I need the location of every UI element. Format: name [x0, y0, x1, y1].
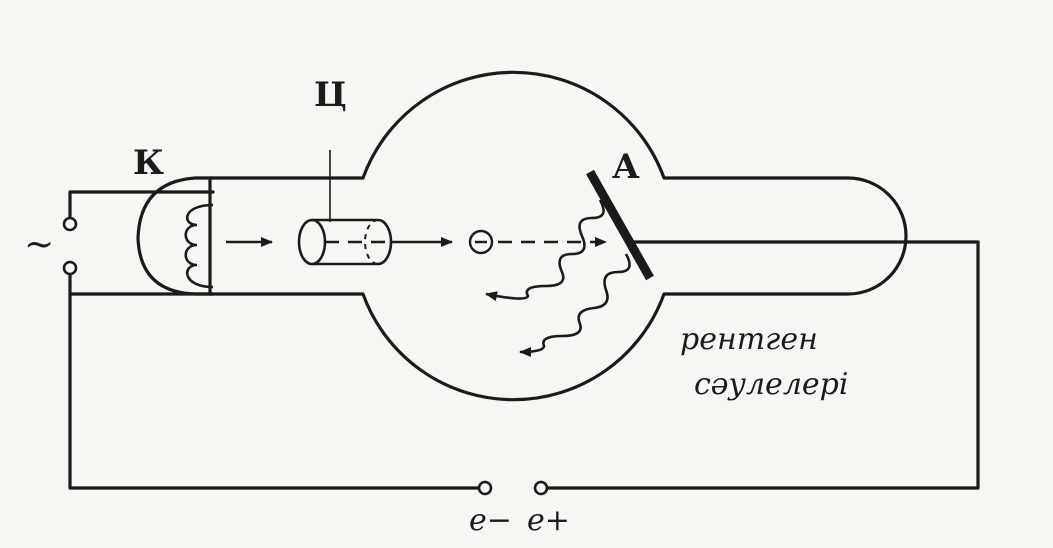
cylinder-label: Ц	[314, 75, 347, 115]
ac-terminal-top	[62, 216, 78, 232]
ac-terminal-bottom	[62, 260, 78, 276]
supply-wire-bottom	[68, 270, 215, 296]
cathode-label: К	[133, 143, 164, 183]
supply-wire-top	[68, 190, 215, 220]
xray-label-line2: сәулелері	[694, 367, 849, 402]
anode-plate	[586, 169, 654, 281]
anode-wire	[544, 240, 980, 490]
focusing-cylinder	[312, 218, 378, 266]
hv-terminal-minus	[477, 480, 493, 496]
cathode-dome	[136, 176, 215, 296]
xray-label-line1: рентген	[680, 322, 818, 357]
filament-coil	[184, 203, 214, 289]
hv-terminal-plus	[533, 480, 549, 496]
anode-label: А	[612, 147, 640, 187]
ac-source-symbol: ~	[24, 224, 55, 265]
terminal-minus-label: e−	[469, 503, 512, 538]
xray-wave-1	[485, 199, 605, 302]
terminal-plus-label: e+	[527, 503, 570, 538]
cathode-hv-wire	[68, 292, 480, 490]
cylinder-front-end	[297, 218, 327, 266]
glass-tube	[208, 70, 908, 402]
xray-wave-2	[519, 253, 631, 357]
cylinder-back-end	[377, 218, 393, 266]
